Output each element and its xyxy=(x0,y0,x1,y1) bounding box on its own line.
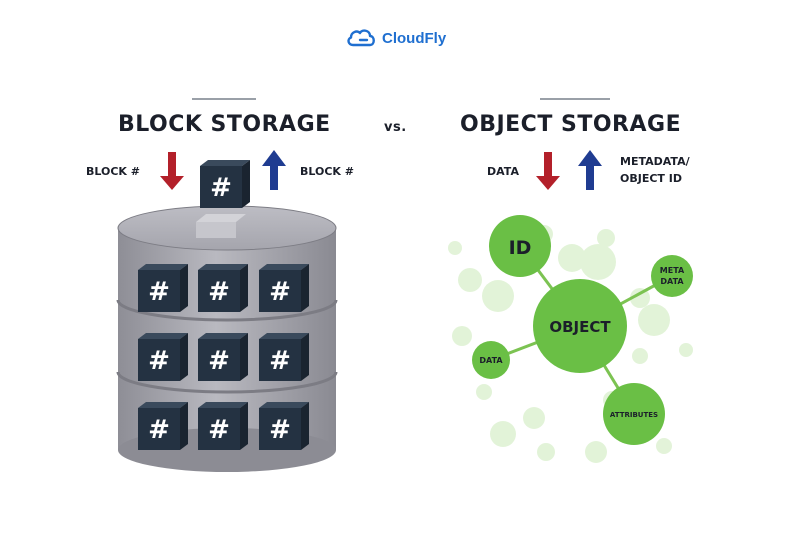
block-cube xyxy=(138,264,188,312)
background-bubbles xyxy=(448,225,693,463)
arrow-up-icon xyxy=(262,150,286,190)
block-cube xyxy=(198,333,248,381)
block-cube xyxy=(138,402,188,450)
data-node-label: DATA xyxy=(479,356,503,365)
divider xyxy=(192,98,256,100)
id-node xyxy=(489,215,551,277)
block-input-label: BLOCK # xyxy=(86,165,140,178)
attributes-node xyxy=(603,383,665,445)
block-cube xyxy=(138,333,188,381)
block-storage-title: BLOCK STORAGE xyxy=(118,112,331,137)
object-storage-title: OBJECT STORAGE xyxy=(460,112,682,137)
arrow-down-icon xyxy=(160,152,184,190)
cloud-icon xyxy=(347,29,375,47)
block-cube xyxy=(259,333,309,381)
block-cube xyxy=(198,402,248,450)
block-cube xyxy=(198,264,248,312)
arrow-up-icon xyxy=(578,150,602,190)
vs-label: vs. xyxy=(384,120,407,135)
block-cube xyxy=(259,402,309,450)
data-node xyxy=(472,341,510,379)
cloudfly-logo: CloudFly xyxy=(346,26,446,50)
brand-name: CloudFly xyxy=(382,29,447,47)
divider xyxy=(540,98,610,100)
metadata-node xyxy=(651,255,693,297)
object-output-label-line1: METADATA/ xyxy=(620,155,690,168)
metadata-node-label-line2: DATA xyxy=(660,277,684,286)
block-output-label: BLOCK # xyxy=(300,165,354,178)
block-cube xyxy=(259,264,309,312)
attributes-node-label: ATTRIBUTES xyxy=(610,411,658,419)
metadata-node-label-line1: META xyxy=(660,266,685,275)
object-input-label: DATA xyxy=(487,165,519,178)
id-node-label: ID xyxy=(509,237,532,259)
object-node xyxy=(533,279,627,373)
object-node-label: OBJECT xyxy=(549,318,611,336)
arrow-down-icon xyxy=(536,152,560,190)
object-output-label-line2: OBJECT ID xyxy=(620,172,682,185)
block-cube xyxy=(200,160,250,208)
